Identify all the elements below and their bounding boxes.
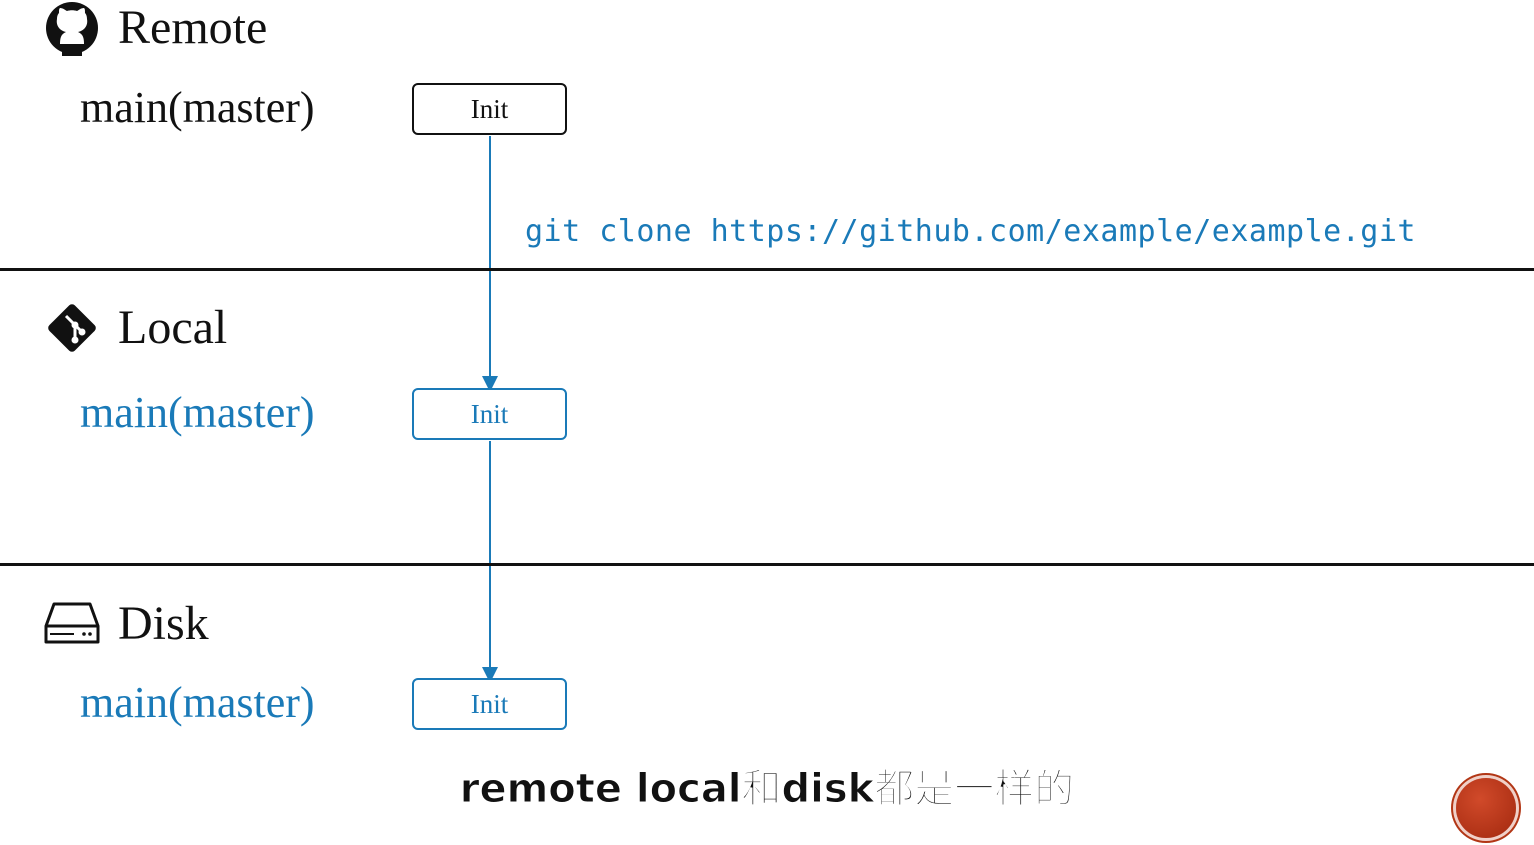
local-branch-label: main(master) [80,388,315,437]
remote-commit-label: Init [470,93,509,124]
local-commit-node: Init [412,388,567,440]
slide-nav-button[interactable] [1456,778,1516,838]
disk-section-title: Disk [44,596,209,652]
disk-title: Disk [118,597,209,650]
remote-commit-node: Init [412,83,567,135]
disk-commit-node: Init [412,678,567,730]
remote-section-title: Remote [44,0,267,56]
git-icon [48,304,96,352]
github-icon [46,2,98,56]
local-commit-label: Init [470,398,509,429]
hard-drive-icon [44,602,100,644]
disk-commit-label: Init [470,688,509,719]
remote-title: Remote [118,1,268,54]
video-subtitle: remote local和disk都是一样的 [459,766,1075,813]
local-title: Local [118,301,228,354]
local-section-title: Local [44,300,227,356]
divider-local-disk [0,563,1534,566]
remote-branch-label: main(master) [80,83,315,132]
clone-command: git clone https://github.com/example/exa… [525,214,1416,249]
disk-branch-label: main(master) [80,678,315,727]
divider-remote-local [0,268,1534,271]
